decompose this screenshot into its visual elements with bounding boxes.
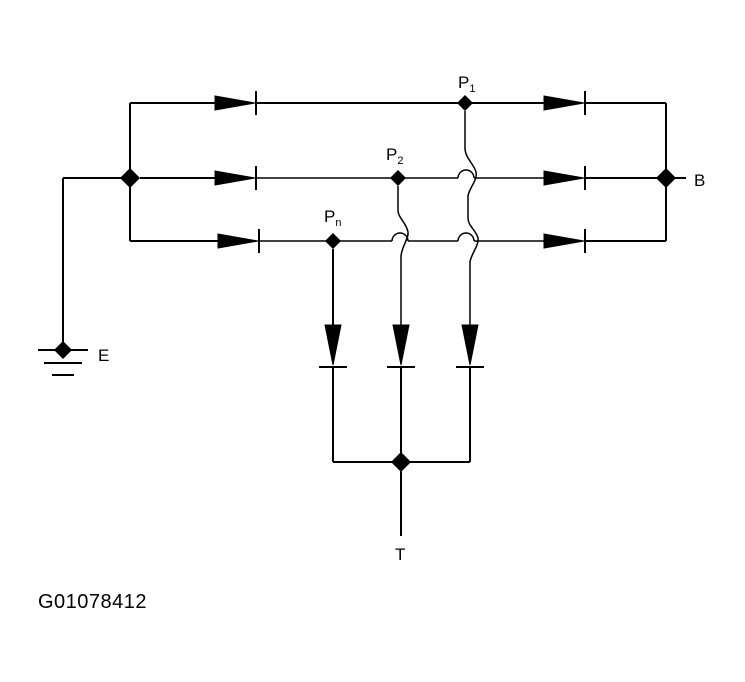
- label-p2: P2: [386, 145, 403, 167]
- diode-rown-left: [217, 233, 259, 249]
- row-n: [130, 229, 666, 253]
- label-p1: P1: [458, 73, 475, 95]
- node-p1: [457, 95, 473, 111]
- row-1: [130, 91, 666, 115]
- drop-pn: [319, 249, 347, 462]
- terminal-t-junction: [391, 452, 411, 472]
- terminal-e-node: [54, 341, 72, 359]
- row-2: [140, 166, 666, 190]
- label-terminal-b: B: [694, 171, 705, 190]
- drop-p2: [387, 186, 415, 536]
- diode-drop-pn: [324, 324, 342, 366]
- label-terminal-e: E: [98, 346, 109, 365]
- left-junction-node: [120, 168, 140, 188]
- ground-symbol: [38, 178, 88, 376]
- label-terminal-t: T: [395, 545, 405, 564]
- diode-rown-right: [543, 233, 585, 249]
- node-p2: [390, 170, 406, 186]
- label-pn: Pn: [324, 207, 341, 229]
- diode-row2-left: [214, 170, 256, 186]
- drop-p1: [456, 111, 484, 462]
- terminal-b-node: [656, 168, 676, 188]
- diode-row2-right: [543, 170, 585, 186]
- figure-code: G01078412: [38, 591, 147, 613]
- diode-row1-left: [214, 95, 256, 111]
- diode-drop-p1: [461, 324, 479, 366]
- diode-row1-right: [543, 95, 585, 111]
- node-pn: [325, 233, 341, 249]
- diode-drop-p2: [392, 324, 410, 366]
